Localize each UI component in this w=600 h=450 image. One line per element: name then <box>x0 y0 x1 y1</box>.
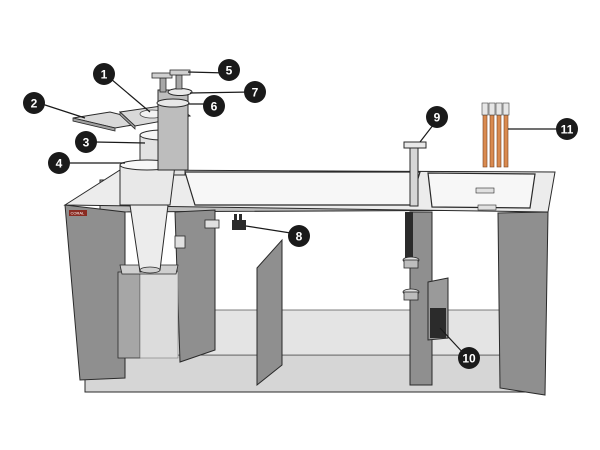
svg-text:9: 9 <box>434 111 441 125</box>
brand-label: CORAL <box>71 211 86 216</box>
right-end-panel <box>497 211 549 396</box>
sponge-block <box>427 277 449 341</box>
svg-text:2: 2 <box>31 97 38 111</box>
callout-8: 8 <box>288 225 310 247</box>
callout-1: 1 <box>93 63 115 85</box>
svg-text:4: 4 <box>56 157 63 171</box>
heater-rods <box>475 102 510 211</box>
drain-standpipe-assembly <box>151 69 193 171</box>
callout-9: 9 <box>426 106 448 128</box>
filter-chamber-baffles <box>117 209 216 363</box>
probe-holder-clip <box>232 214 246 230</box>
filter-sock <box>119 159 176 274</box>
return-baffle <box>409 211 433 386</box>
callouts: 1 2 3 4 5 6 7 8 <box>23 59 578 369</box>
callout-10: 10 <box>458 347 480 369</box>
return-line-valve <box>402 141 427 301</box>
callout-2: 2 <box>23 92 45 114</box>
svg-text:5: 5 <box>226 64 233 78</box>
callout-6: 6 <box>203 95 225 117</box>
left-end-panel: CORAL <box>64 204 126 381</box>
svg-text:1: 1 <box>101 68 108 82</box>
callout-5: 5 <box>218 59 240 81</box>
callout-11: 11 <box>556 118 578 140</box>
callout-3: 3 <box>75 131 97 153</box>
callout-7: 7 <box>244 81 266 103</box>
wall-fittings <box>174 219 220 249</box>
svg-text:10: 10 <box>462 352 476 366</box>
svg-text:8: 8 <box>296 230 303 244</box>
brand-plate <box>69 210 87 216</box>
svg-text:7: 7 <box>252 86 259 100</box>
svg-text:11: 11 <box>561 123 574 137</box>
callout-4: 4 <box>48 152 70 174</box>
svg-text:3: 3 <box>83 136 90 150</box>
middle-baffle <box>256 238 283 387</box>
svg-text:6: 6 <box>211 100 218 114</box>
